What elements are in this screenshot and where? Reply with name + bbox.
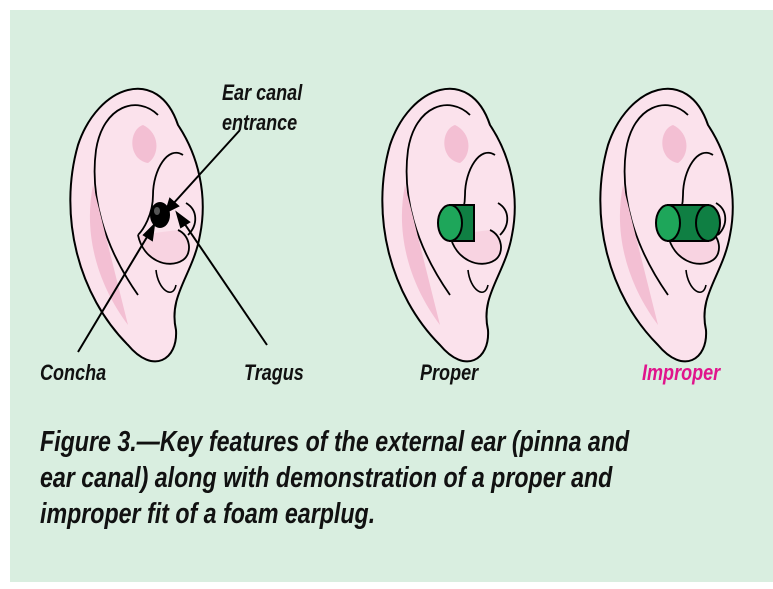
- label-concha: Concha: [40, 362, 106, 384]
- caption-line-3: improper fit of a foam earplug.: [40, 496, 744, 532]
- label-ear-canal-line1: Ear canal: [222, 82, 302, 104]
- caption-line-2: ear canal) along with demonstration of a…: [40, 460, 744, 496]
- ear-diagram-improper: [600, 89, 732, 362]
- earplug-improper: [656, 205, 720, 241]
- ear-diagram-proper: [382, 89, 514, 362]
- label-tragus: Tragus: [244, 362, 304, 384]
- label-improper: Improper: [642, 362, 720, 384]
- label-ear-canal-line2: entrance: [222, 112, 297, 134]
- caption-line-1: Figure 3.—Key features of the external e…: [40, 424, 744, 460]
- label-proper: Proper: [420, 362, 478, 384]
- figure-caption: Figure 3.—Key features of the external e…: [40, 424, 744, 532]
- earplug-proper: [438, 205, 474, 241]
